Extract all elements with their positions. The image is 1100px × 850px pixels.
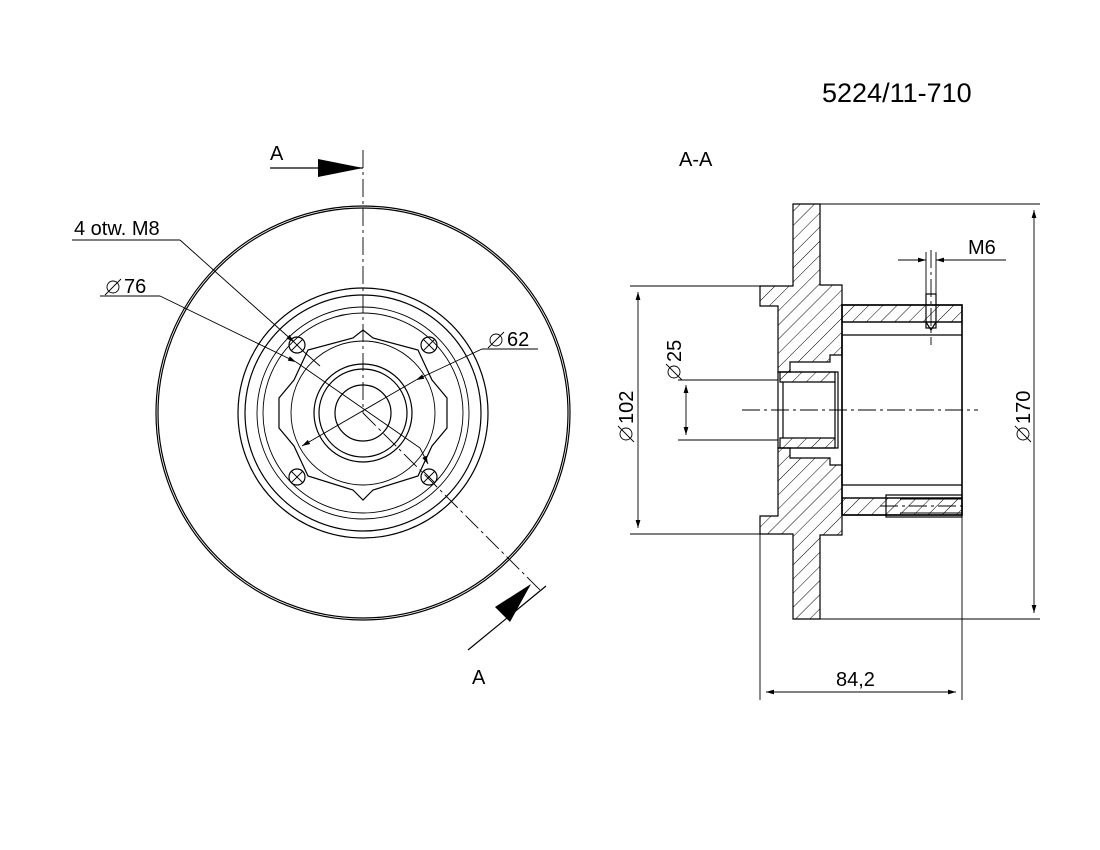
section-arrow-top [318, 159, 363, 177]
outer-rim [155, 205, 571, 621]
spline-hub [278, 329, 448, 501]
bolt-hole [420, 336, 438, 354]
section-view: A-A [616, 149, 1040, 700]
dim-d76: 76 [124, 276, 146, 298]
diameter-symbol [617, 425, 635, 443]
diameter-symbol [104, 278, 122, 296]
diameter-symbol [665, 363, 683, 381]
dim-d62: 62 [507, 329, 529, 351]
dim-length: 84,2 [836, 669, 875, 691]
bolt-hole [420, 468, 438, 486]
diameter-symbol [1014, 425, 1032, 443]
diameter-symbol [487, 331, 505, 349]
section-line [362, 412, 541, 591]
dim-d102: 102 [616, 391, 638, 424]
dim-d25: 25 [664, 340, 686, 362]
holes-label: 4 otw. M8 [74, 218, 160, 240]
section-mark-bottom: A [472, 667, 486, 689]
section-title: A-A [679, 149, 713, 171]
bolt-hole [288, 468, 306, 486]
drawing-number: 5224/11-710 [822, 78, 972, 108]
section-mark-top: A [270, 143, 284, 165]
dim-d170: 170 [1013, 391, 1035, 424]
dim-m6: M6 [968, 237, 996, 259]
front-view: A A 4 otw. M8 76 62 [72, 143, 571, 689]
section-arrow-bottom [495, 584, 531, 622]
